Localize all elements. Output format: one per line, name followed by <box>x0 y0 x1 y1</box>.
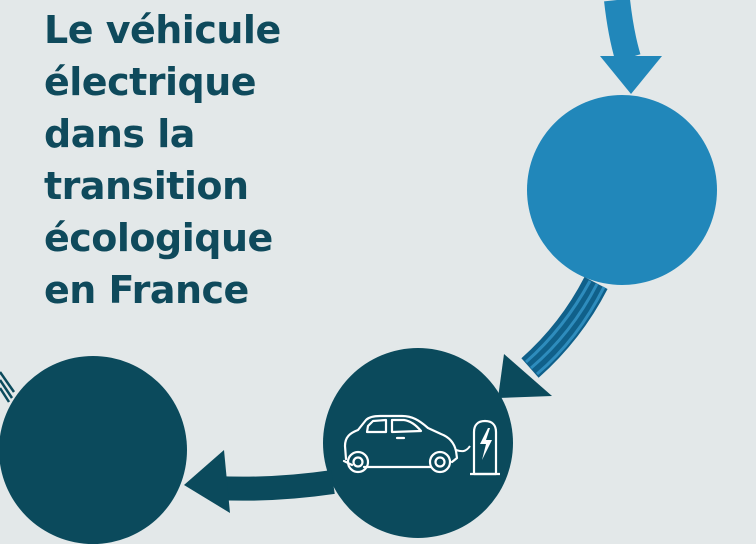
middle-arrow <box>498 276 608 398</box>
charging-cable <box>455 445 471 453</box>
lightning-bolt-icon <box>480 428 492 460</box>
title-line-1: Le véhicule <box>44 8 281 52</box>
left-dark-circle <box>0 356 187 544</box>
title-line-4: transition <box>44 164 249 208</box>
charging-station-icon <box>470 419 500 476</box>
electric-car-icon <box>342 414 459 474</box>
bottom-arrow <box>184 450 335 513</box>
top-arrow <box>600 0 662 94</box>
page-title: Le véhicule électrique dans la transitio… <box>44 4 281 316</box>
title-line-6: en France <box>44 268 249 312</box>
title-line-3: dans la <box>44 112 195 156</box>
title-line-2: électrique <box>44 60 257 104</box>
car-circle <box>323 348 513 538</box>
left-arrow-stub <box>0 371 16 403</box>
title-line-5: écologique <box>44 216 273 260</box>
light-blue-circle <box>527 95 717 285</box>
